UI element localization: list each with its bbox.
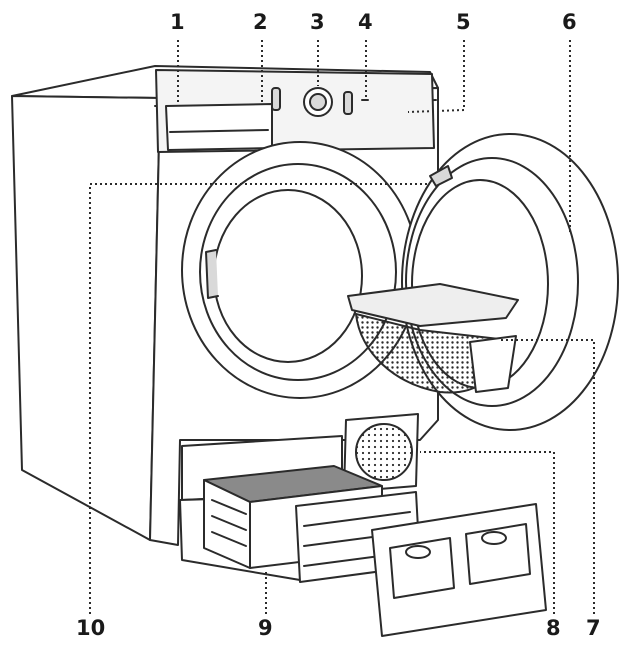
callout-6: 6	[562, 10, 577, 34]
callout-3: 3	[310, 10, 325, 34]
callout-9: 9	[258, 616, 273, 640]
control-panel	[155, 69, 435, 153]
callout-2: 2	[253, 10, 268, 34]
callout-5: 5	[456, 10, 471, 34]
callout-1: 1	[170, 10, 185, 34]
callout-4: 4	[358, 10, 373, 34]
leader-7	[500, 339, 595, 614]
filter	[347, 283, 519, 394]
air-vent-grille	[343, 413, 419, 493]
leader-5	[407, 40, 465, 113]
callout-10: 10	[76, 616, 106, 640]
leader-10	[89, 183, 430, 614]
leader-8	[420, 451, 555, 614]
condenser-cover	[371, 503, 547, 637]
callout-7: 7	[586, 616, 601, 640]
callout-8: 8	[546, 616, 561, 640]
drum-opening	[181, 141, 419, 399]
leader-lines	[89, 40, 595, 614]
